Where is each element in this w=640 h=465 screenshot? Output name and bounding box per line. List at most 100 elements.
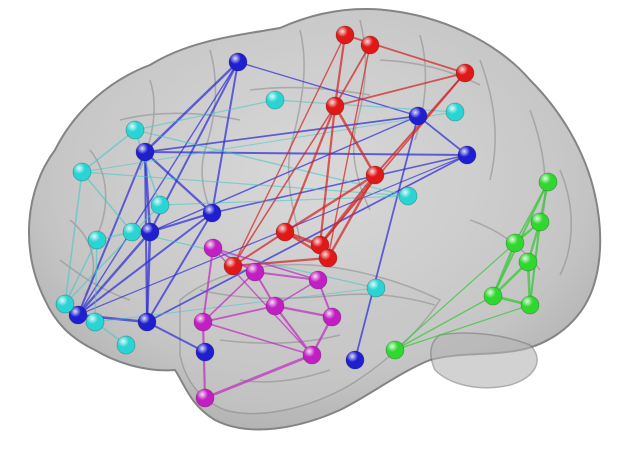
- blue-node: [137, 312, 157, 332]
- red-node-highlight: [224, 257, 242, 275]
- green-node: [518, 252, 538, 272]
- blue-edge: [144, 115, 419, 153]
- magenta-node-highlight: [266, 297, 284, 315]
- blue-edge: [77, 151, 146, 316]
- cyan-edge: [81, 111, 456, 173]
- cyan-node: [72, 162, 92, 182]
- magenta-edge: [202, 321, 313, 356]
- green-node: [483, 286, 503, 306]
- red-edge: [333, 104, 377, 177]
- green-node: [520, 295, 540, 315]
- cyan-node-highlight: [56, 295, 74, 313]
- magenta-node-highlight: [194, 313, 212, 331]
- blue-node: [195, 342, 215, 362]
- cyan-node-highlight: [399, 187, 417, 205]
- cerebellum: [430, 332, 538, 389]
- green-node: [505, 233, 525, 253]
- cyan-edge: [81, 171, 409, 197]
- green-node-highlight: [386, 341, 404, 359]
- red-edge: [232, 231, 286, 267]
- magenta-node: [322, 307, 342, 327]
- blue-node: [202, 203, 222, 223]
- blue-edge: [146, 321, 206, 353]
- blue-node: [408, 106, 428, 126]
- green-node: [385, 340, 405, 360]
- blue-edge: [144, 151, 468, 156]
- red-node: [223, 256, 243, 276]
- cyan-node: [150, 195, 170, 215]
- magenta-edge: [203, 353, 314, 400]
- red-node: [325, 96, 345, 116]
- cyan-node: [87, 230, 107, 250]
- blue-node-highlight: [346, 351, 364, 369]
- green-node: [538, 172, 558, 192]
- blue-edge: [354, 115, 419, 361]
- cyan-node: [265, 90, 285, 110]
- green-node-highlight: [519, 253, 537, 271]
- blue-edge: [77, 212, 213, 316]
- network-nodes: [55, 25, 558, 408]
- cyan-edge: [64, 204, 161, 305]
- blue-node-highlight: [138, 313, 156, 331]
- cyan-edge: [134, 129, 161, 206]
- blue-node-highlight: [141, 223, 159, 241]
- magenta-node-highlight: [303, 346, 321, 364]
- magenta-node: [265, 296, 285, 316]
- cyan-node-highlight: [117, 336, 135, 354]
- red-edge: [327, 44, 371, 259]
- blue-node: [140, 222, 160, 242]
- cyan-node: [445, 102, 465, 122]
- red-node-highlight: [361, 36, 379, 54]
- blue-edge: [211, 61, 239, 214]
- red-edge: [231, 256, 330, 268]
- cyan-node: [55, 294, 75, 314]
- cyan-edge: [159, 195, 409, 206]
- blue-edge: [149, 115, 419, 233]
- red-edge: [334, 44, 371, 107]
- magenta-node-highlight: [309, 271, 327, 289]
- cyan-node: [85, 312, 105, 332]
- blue-edge: [77, 154, 468, 316]
- magenta-node: [193, 312, 213, 332]
- cyan-node: [398, 186, 418, 206]
- brain-surface: [28, 8, 602, 431]
- green-node-highlight: [531, 213, 549, 231]
- cyan-edge: [94, 239, 98, 323]
- blue-edge: [77, 61, 239, 316]
- cyan-edge: [81, 129, 136, 173]
- green-edge: [394, 242, 516, 351]
- blue-edge: [143, 60, 240, 154]
- green-node-highlight: [484, 287, 502, 305]
- magenta-node-highlight: [204, 239, 222, 257]
- red-node: [275, 222, 295, 242]
- red-edge: [232, 105, 336, 267]
- red-node-highlight: [311, 236, 329, 254]
- red-node-highlight: [336, 26, 354, 44]
- magenta-edge: [202, 247, 214, 323]
- cyan-node-highlight: [151, 196, 169, 214]
- blue-node-highlight: [196, 343, 214, 361]
- blue-edge: [143, 150, 214, 215]
- cyan-node: [122, 222, 142, 242]
- blue-node-highlight: [458, 146, 476, 164]
- red-node: [360, 35, 380, 55]
- blue-node-highlight: [409, 107, 427, 125]
- green-edge: [394, 295, 494, 351]
- blue-edge: [211, 154, 468, 214]
- magenta-node: [195, 388, 215, 408]
- red-node-highlight: [319, 249, 337, 267]
- blue-edge: [145, 230, 152, 324]
- magenta-node: [308, 270, 328, 290]
- magenta-node: [302, 345, 322, 365]
- magenta-node-highlight: [196, 389, 214, 407]
- cyan-edge: [274, 99, 456, 113]
- red-node-highlight: [276, 223, 294, 241]
- red-node-highlight: [456, 64, 474, 82]
- red-edge: [333, 33, 347, 108]
- red-node-highlight: [326, 97, 344, 115]
- cyan-edge: [64, 171, 83, 305]
- red-edge: [283, 173, 377, 234]
- cyan-node-highlight: [123, 223, 141, 241]
